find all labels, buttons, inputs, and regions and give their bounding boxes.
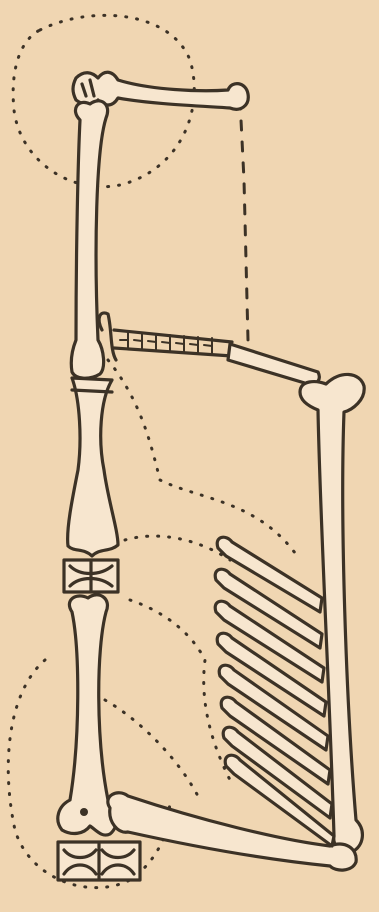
foot-block	[58, 842, 140, 880]
middle-vertical-bone	[68, 378, 118, 556]
carpal-block	[64, 560, 118, 592]
clavicle-bone	[228, 344, 319, 384]
right-vertical-bone	[300, 374, 364, 852]
vertebrae-chain	[114, 330, 232, 356]
upper-vertical-bone	[71, 101, 107, 378]
rib-cage	[215, 537, 334, 846]
dashed-guide-right	[240, 100, 248, 340]
